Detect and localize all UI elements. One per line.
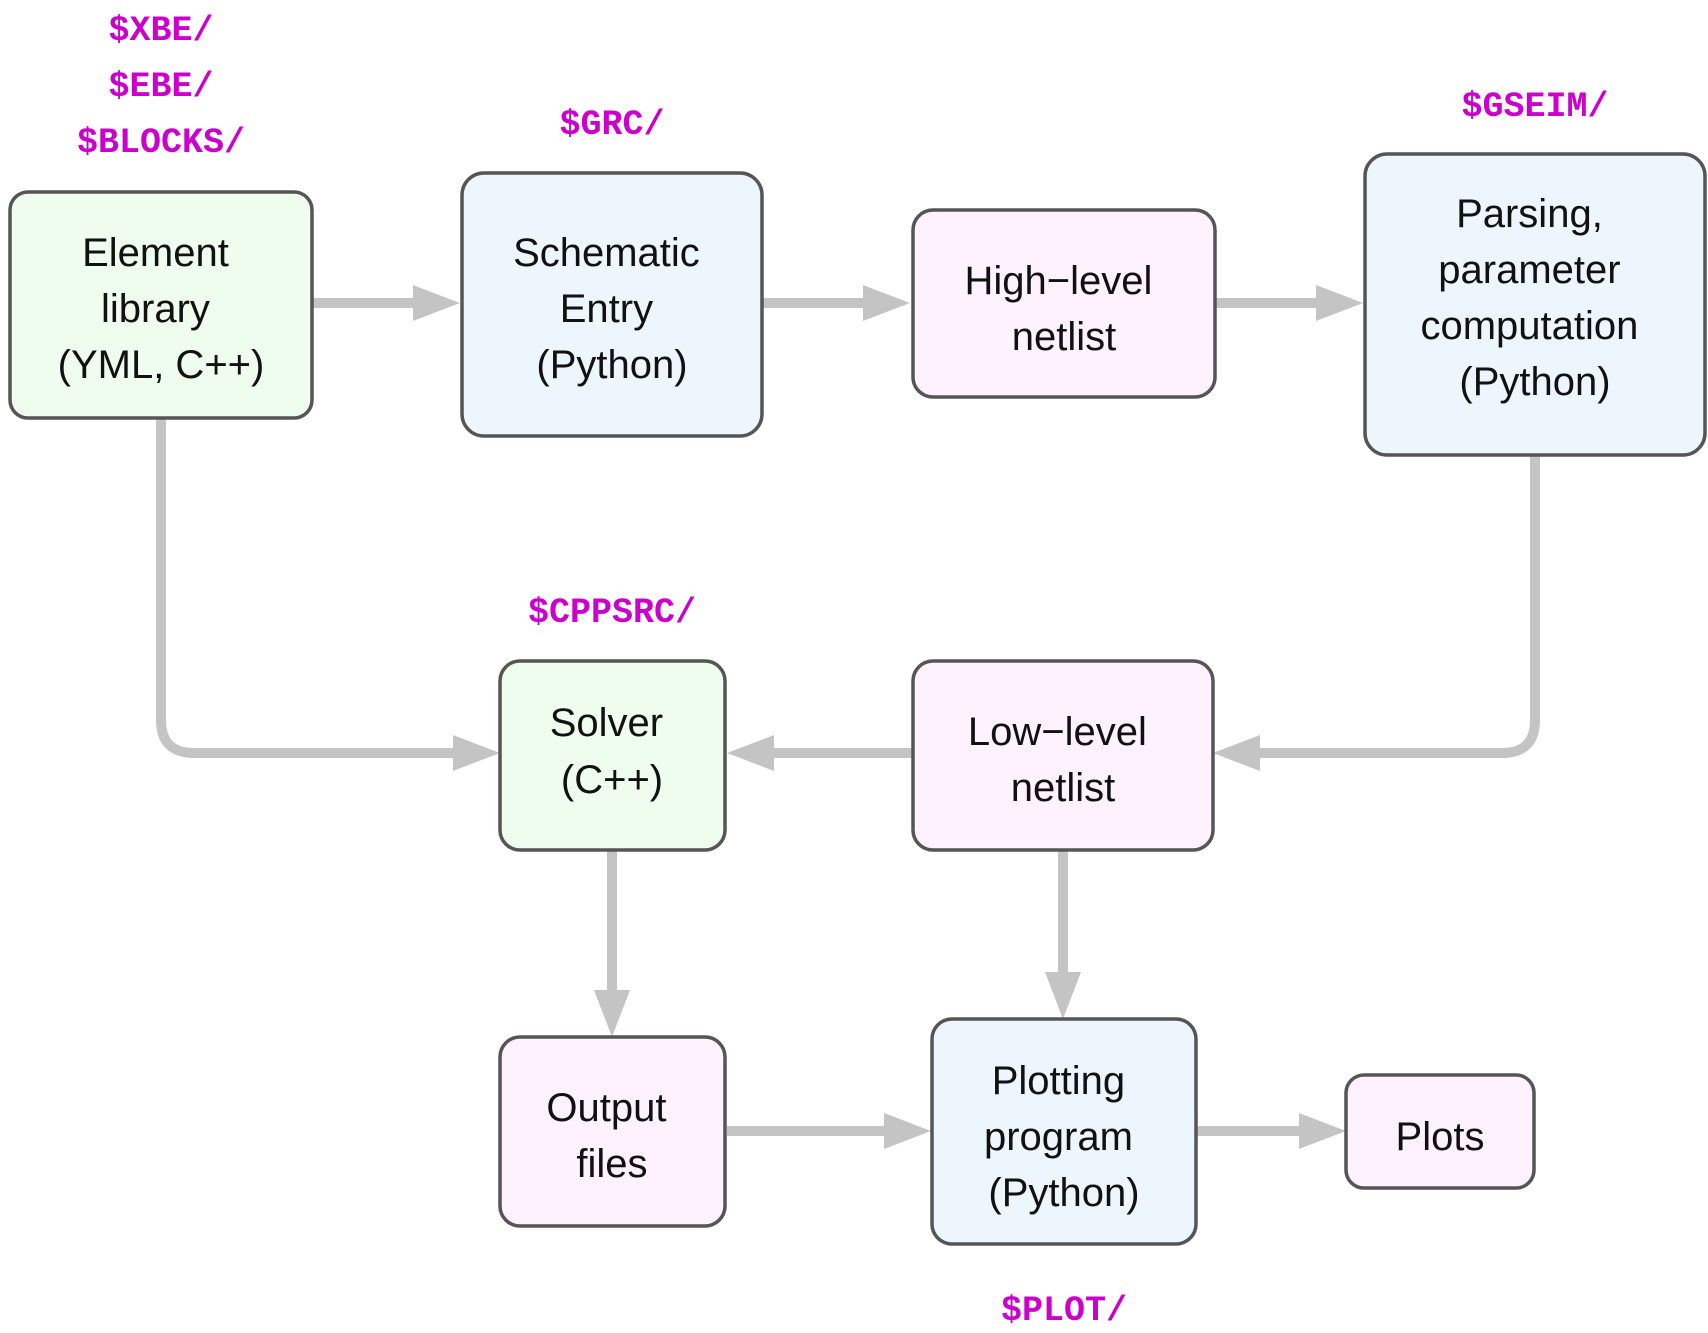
schematic-entry-label: Schematic Entry (Python) <box>513 231 711 387</box>
arrow-schematic-entry-to-high-level-netlist <box>762 285 910 321</box>
high-level-netlist-line-2: netlist <box>1012 315 1117 359</box>
output-files-line-1: Output <box>546 1086 666 1130</box>
plotting-program-line-1: Plotting <box>992 1059 1125 1103</box>
solver-line-2: (C++) <box>561 758 663 802</box>
parsing-line-2: parameter <box>1438 248 1620 292</box>
low-level-netlist-label: Low−level netlist <box>968 710 1158 810</box>
plotting-program-line-2: program <box>984 1115 1133 1159</box>
arrow-solver-to-output-files <box>594 850 630 1037</box>
arrow-element-library-to-solver <box>156 418 500 771</box>
element-library-line-2: library <box>101 287 210 331</box>
element-library-line-1: Element <box>82 231 229 275</box>
output-files-label: Output files <box>546 1086 677 1186</box>
high-level-netlist-line-1: High−level <box>964 259 1152 303</box>
solver-line-1: Solver <box>550 701 663 745</box>
plotting-program-line-3: (Python) <box>988 1171 1139 1215</box>
schematic-entry-line-2: Entry <box>560 287 653 331</box>
arrow-high-level-netlist-to-parsing <box>1215 285 1363 321</box>
path-label-plot: $PLOT/ <box>1001 1291 1127 1331</box>
path-label-ebe: $EBE/ <box>108 67 213 107</box>
schematic-entry-box: Schematic Entry (Python) <box>460 171 764 438</box>
output-files-line-2: files <box>576 1142 647 1186</box>
plotting-program-label: Plotting program (Python) <box>984 1059 1144 1215</box>
schematic-entry-line-1: Schematic <box>513 231 700 275</box>
high-level-netlist-label: High−level netlist <box>964 259 1163 359</box>
solver-label: Solver (C++) <box>550 701 675 802</box>
arrow-output-files-to-plotting-program <box>727 1113 931 1149</box>
parsing-line-3: computation <box>1420 304 1638 348</box>
parsing-box: Parsing, parameter computation (Python) <box>1363 152 1707 457</box>
arrow-plotting-program-to-plots <box>1196 1113 1346 1149</box>
edges <box>156 285 1540 1149</box>
parsing-line-4: (Python) <box>1459 360 1610 404</box>
output-files-box: Output files <box>498 1035 727 1228</box>
low-level-netlist-line-1: Low−level <box>968 710 1147 754</box>
arrow-low-level-netlist-to-plotting-program <box>1045 850 1081 1019</box>
element-library-label: Element library (YML, C++) <box>58 231 265 387</box>
plotting-program-box: Plotting program (Python) <box>930 1017 1198 1246</box>
solver-box: Solver (C++) <box>498 659 727 852</box>
plots-box: Plots <box>1344 1073 1536 1190</box>
path-label-blocks: $BLOCKS/ <box>77 123 245 163</box>
path-label-grc: $GRC/ <box>559 105 664 145</box>
schematic-entry-line-3: (Python) <box>536 343 687 387</box>
plots-label: Plots <box>1396 1115 1485 1159</box>
low-level-netlist-line-2: netlist <box>1011 766 1116 810</box>
arrow-low-level-netlist-to-solver <box>727 735 913 771</box>
high-level-netlist-box: High−level netlist <box>911 208 1217 399</box>
parsing-label: Parsing, parameter computation (Python) <box>1420 192 1649 404</box>
element-library-line-3: (YML, C++) <box>58 343 265 387</box>
plots-line-1: Plots <box>1396 1115 1485 1159</box>
low-level-netlist-box: Low−level netlist <box>911 659 1215 852</box>
parsing-line-1: Parsing, <box>1456 192 1603 236</box>
path-label-gseim: $GSEIM/ <box>1461 87 1608 127</box>
path-labels: $XBE/ $EBE/ $BLOCKS/ $GRC/ $GSEIM/ $CPPS… <box>77 11 1609 1331</box>
path-label-cppsrc: $CPPSRC/ <box>528 593 696 633</box>
arrow-element-library-to-schematic-entry <box>312 285 460 321</box>
element-library-box: Element library (YML, C++) <box>8 190 314 420</box>
arrow-parsing-to-low-level-netlist <box>1213 455 1540 771</box>
path-label-xbe: $XBE/ <box>108 11 213 51</box>
